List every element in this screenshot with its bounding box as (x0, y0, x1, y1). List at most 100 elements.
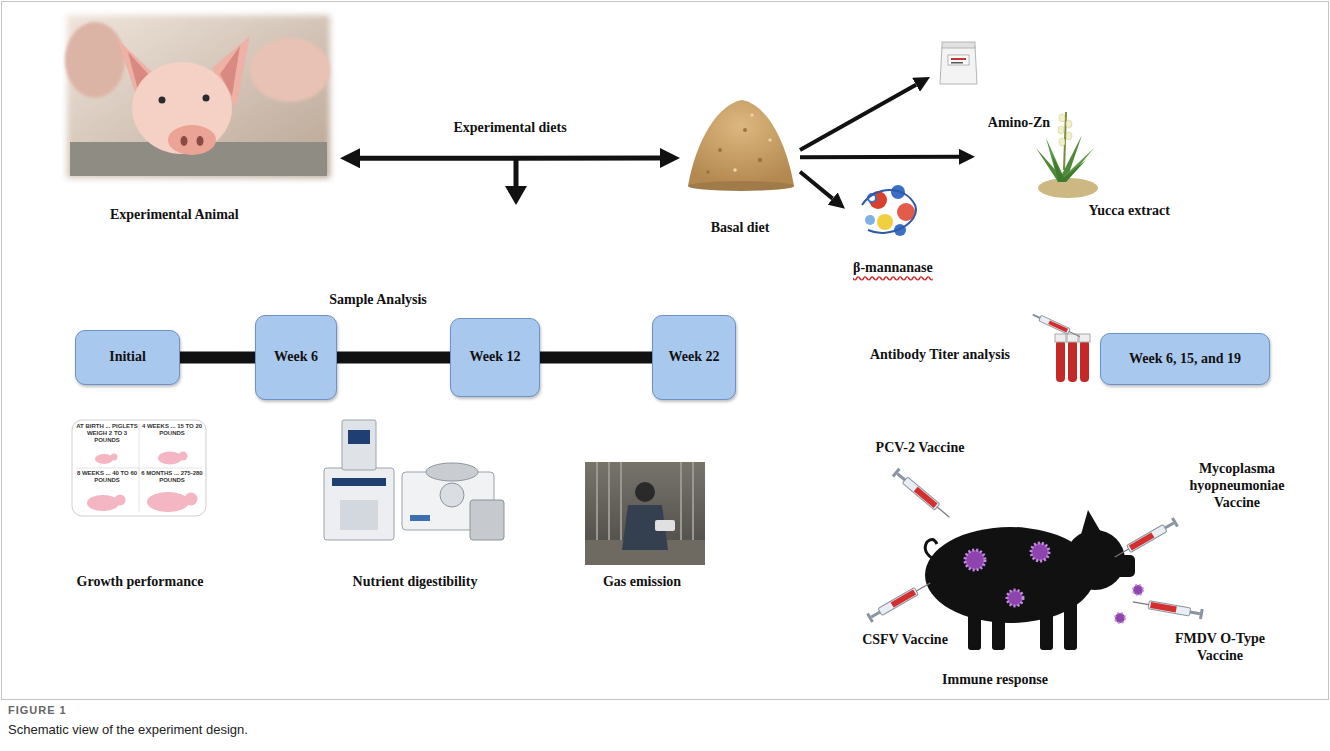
immune-pig (1115, 613, 1125, 623)
image-caption: β-mannanase (853, 260, 933, 277)
syringe-icon (914, 487, 938, 508)
pig-photo (65, 15, 330, 178)
syringe-icon (1115, 549, 1129, 557)
branch-arrow (800, 85, 916, 150)
yucca-plant (1066, 120, 1072, 128)
blood-tubes (1056, 340, 1065, 382)
syringe-icon (1190, 611, 1200, 616)
analyzer-machines (440, 483, 464, 507)
basal-diet-pile (688, 181, 794, 191)
analyzer-machines (324, 420, 504, 540)
vaccine-label: PCV-2 Vaccine (876, 440, 965, 457)
box-label: Initial (109, 349, 146, 366)
syringe-icon (1112, 517, 1178, 561)
syringe-icon (902, 477, 939, 510)
box-label: Week 12 (470, 349, 521, 366)
immune-pig (1133, 585, 1143, 595)
syringe-icon (1199, 609, 1204, 619)
blood-tubes (1048, 320, 1068, 332)
image-caption: Amino-Zn (988, 115, 1050, 132)
blood-tubes (1080, 340, 1089, 382)
immune-pig (1064, 600, 1077, 650)
yucca-plant (1059, 114, 1065, 122)
basal-diet-pile (758, 158, 762, 162)
timeline-box: Initial (75, 330, 180, 385)
figure-number: FIGURE 1 (8, 704, 67, 717)
growth-chart-illustration (185, 493, 198, 506)
timeline-box: Week 22 (652, 315, 736, 400)
syringe-icon (1148, 601, 1191, 616)
basal-diet-pile (688, 100, 794, 186)
panel-label: Growth performance (77, 574, 204, 591)
enzyme-structure (877, 214, 893, 230)
timeline-box: Week 12 (450, 318, 540, 397)
image-caption: Experimental Animal (110, 207, 239, 224)
basal-diet-pile (688, 100, 794, 191)
basal-diet-pile (750, 113, 753, 116)
vaccine-label: FMDV O-Type Vaccine (1170, 631, 1270, 665)
growth-chart-illustration (115, 495, 126, 506)
figure-caption: Schematic view of the experiment design. (8, 722, 248, 737)
syringe-icon (1132, 597, 1204, 619)
timeline-box: Week 6 (255, 315, 337, 400)
down-arrow (514, 160, 519, 188)
blood-tubes (1068, 340, 1077, 382)
branch-arrow (800, 155, 959, 159)
additive-node: Amino-Zn (930, 32, 1055, 132)
image-caption: Basal diet (711, 220, 770, 237)
down-arrow (505, 160, 527, 205)
amino-zn-bag (940, 42, 977, 84)
analyzer-machines (470, 500, 504, 540)
additive-node: Yucca extract (975, 105, 1175, 220)
analyzer-machines (426, 463, 478, 481)
growth-chart-illustration (87, 495, 119, 511)
syringe-icon (916, 583, 930, 591)
enzyme-structure (862, 190, 916, 233)
blood-tubes (1069, 332, 1080, 337)
amino-zn-bag (948, 55, 969, 65)
analyzer-machines (324, 468, 394, 540)
analyzer-machines (332, 478, 386, 486)
basal-diet-pile (706, 170, 710, 174)
basal-diet-pile (718, 148, 722, 152)
immune-pig (965, 550, 985, 570)
growth-chart-illustration (72, 420, 206, 516)
growth-chart-illustration (179, 452, 188, 461)
enzyme-structure (869, 191, 887, 209)
vaccine-label: Mycoplasma hyopneumoniae Vaccine (1185, 461, 1290, 511)
syringe-icon (892, 468, 953, 521)
yucca-plant (1058, 126, 1064, 134)
syringe-icon (937, 507, 949, 517)
timeline-bar (540, 352, 652, 364)
yucca-plant (1038, 178, 1098, 198)
immune-pig (1031, 543, 1049, 561)
image-caption: Yucca extract (1088, 203, 1170, 220)
section-heading: Sample Analysis (329, 292, 427, 309)
blood-tubes (1031, 312, 1090, 382)
immune-pig (968, 600, 981, 650)
section-heading: Antibody Titer analysis (870, 347, 1010, 364)
syringe-icon (878, 588, 918, 616)
blood-tubes (1039, 315, 1071, 334)
immune-pig (925, 510, 1143, 650)
immune-pig (1115, 555, 1135, 577)
syringe-icon (896, 472, 906, 481)
down-arrow (505, 186, 527, 205)
timeline-bar (180, 352, 255, 364)
amino-zn-bag (951, 62, 963, 64)
enzyme-structure (865, 215, 875, 225)
syringe-icon (1171, 517, 1179, 527)
syringe-icon (866, 579, 932, 623)
growth-chart-illustration (76, 468, 202, 469)
growth-chart-illustration (158, 452, 182, 465)
schedule-box: Week 6, 15, and 19 (1100, 333, 1270, 385)
box-label: Week 6, 15, and 19 (1129, 351, 1241, 368)
analyzer-machines (348, 430, 370, 444)
basal-diet-pile (733, 168, 737, 172)
growth-chart-illustration (72, 420, 206, 516)
panel-label: Nutrient digestibility (353, 574, 478, 591)
basal-diet-pile (768, 138, 771, 141)
immune-pig (1040, 600, 1053, 650)
